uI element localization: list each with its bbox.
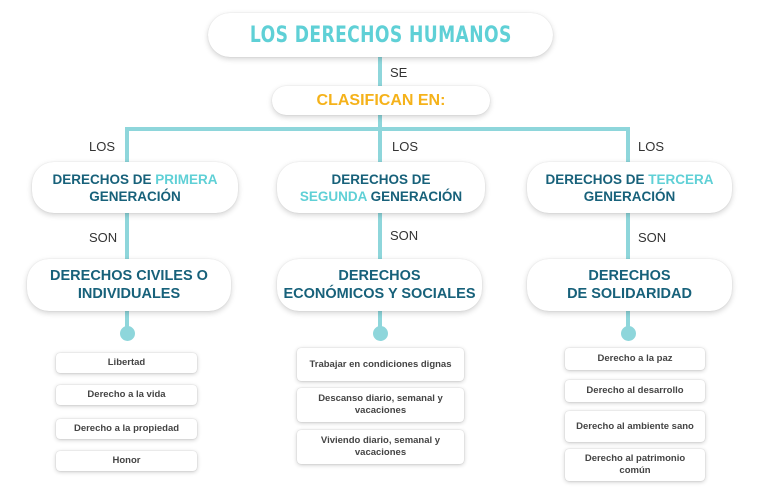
connector-se: SE <box>390 65 408 80</box>
list-item: Descanso diario, semanal y vacaciones <box>297 388 464 422</box>
page-title: LOS DERECHOS HUMANOS <box>249 22 512 48</box>
title-box: LOS DERECHOS HUMANOS <box>208 13 553 57</box>
line-gen-cat-col1 <box>125 212 129 260</box>
list-item: Derecho al desarrollo <box>565 380 705 402</box>
classify-label: CLASIFICAN EN: <box>316 91 446 109</box>
category-box-civiles: DERECHOS CIVILES O INDIVIDUALES <box>27 259 231 311</box>
generation-box-tercera: DERECHOS DE TERCERA GENERACIÓN <box>527 162 732 213</box>
dot-col1 <box>120 326 135 341</box>
generation-label-segunda: DERECHOS DE SEGUNDA GENERACIÓN <box>299 171 463 204</box>
generation-box-segunda: DERECHOS DE SEGUNDA GENERACIÓN <box>277 162 485 213</box>
line-gen-cat-col2 <box>378 212 382 260</box>
line-horizontal-hub <box>125 127 630 131</box>
category-label-civiles: DERECHOS CIVILES O INDIVIDUALES <box>50 268 208 302</box>
list-item: Derecho al patrimonio común <box>565 449 705 481</box>
line-hub-col2 <box>378 127 382 163</box>
dot-col3 <box>621 326 636 341</box>
line-gen-cat-col3 <box>626 212 630 260</box>
line-cat-dot-col2 <box>378 310 382 330</box>
category-box-economicos: DERECHOS ECONÓMICOS Y SOCIALES <box>277 259 482 311</box>
list-item: Trabajar en condiciones dignas <box>297 348 464 381</box>
category-label-solidaridad: DERECHOS DE SOLIDARIDAD <box>567 268 692 302</box>
connector-los-col2: LOS <box>392 139 419 154</box>
line-cat-dot-col3 <box>626 310 630 330</box>
connector-son-col3: SON <box>638 230 667 245</box>
list-item: Derecho a la paz <box>565 348 705 370</box>
connector-son-col1: SON <box>89 230 118 245</box>
line-hub-col3 <box>626 127 630 163</box>
dot-col2 <box>373 326 388 341</box>
connector-son-col2: SON <box>390 228 419 243</box>
line-title-classify <box>378 56 382 86</box>
connector-los-col1: LOS <box>89 139 116 154</box>
line-hub-col1 <box>125 127 129 163</box>
classify-box: CLASIFICAN EN: <box>272 86 490 115</box>
list-item: Derecho a la vida <box>56 385 197 405</box>
generation-label-primera: DERECHOS DE PRIMERA GENERACIÓN <box>52 171 218 204</box>
category-label-economicos: DERECHOS ECONÓMICOS Y SOCIALES <box>283 268 476 302</box>
generation-label-tercera: DERECHOS DE TERCERA GENERACIÓN <box>545 171 714 204</box>
list-item: Libertad <box>56 353 197 373</box>
list-item: Honor <box>56 451 197 471</box>
list-item: Derecho al ambiente sano <box>565 411 705 442</box>
line-cat-dot-col1 <box>125 310 129 330</box>
category-box-solidaridad: DERECHOS DE SOLIDARIDAD <box>527 259 732 311</box>
connector-los-col3: LOS <box>638 139 665 154</box>
generation-box-primera: DERECHOS DE PRIMERA GENERACIÓN <box>32 162 238 213</box>
list-item: Viviendo diario, semanal y vacaciones <box>297 430 464 464</box>
list-item: Derecho a la propiedad <box>56 419 197 439</box>
line-classify-hub <box>378 114 382 129</box>
